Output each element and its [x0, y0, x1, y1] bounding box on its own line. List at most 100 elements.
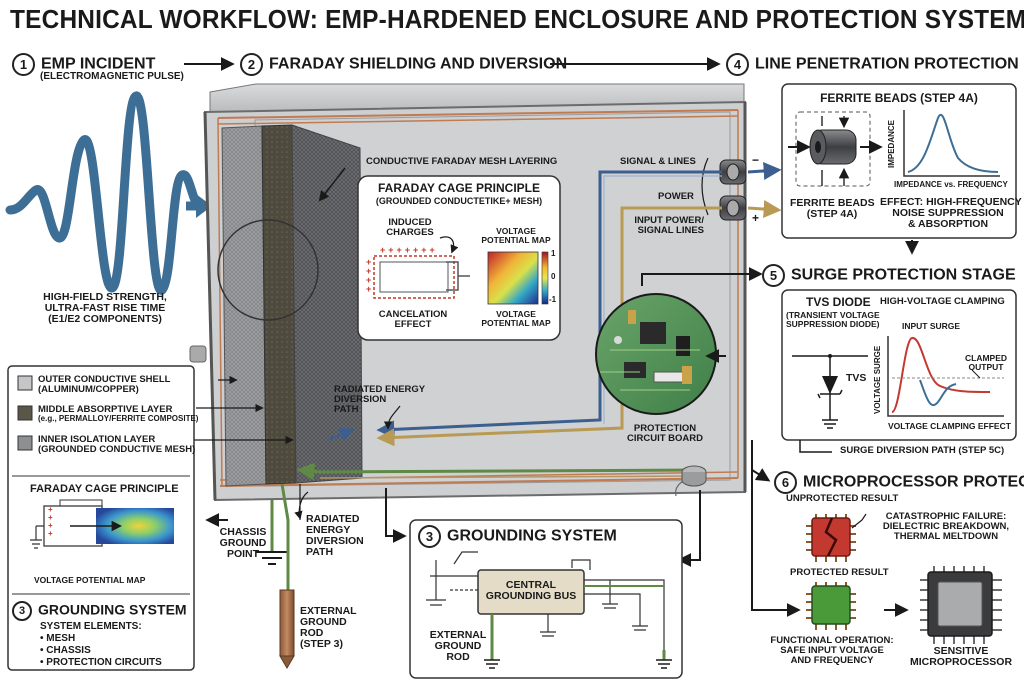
cancelation-label: CANCELATION EFFECT	[370, 310, 456, 330]
impedance-axis-label: IMPEDANCE	[887, 119, 896, 168]
tvs-title: TVS DIODE	[806, 295, 871, 309]
clamped-output-label: CLAMPED OUTPUT	[958, 354, 1014, 372]
pcb-label: PROTECTION CIRCUIT BOARD	[620, 424, 710, 444]
panel-rod-line: GROUND	[434, 640, 482, 653]
legend-inner-layer: INNER ISOLATION LAYER (GROUNDED CONDUCTI…	[38, 435, 195, 455]
legend-swatch-inner	[17, 435, 33, 451]
connector-signal	[719, 159, 747, 185]
radiated-line: RADIATED ENERGY	[334, 384, 426, 395]
effect-line: & ABSORPTION	[907, 218, 989, 231]
clamped-line: CLAMPED	[964, 353, 1008, 363]
emp-desc-line: HIGH-FIELD STRENGTH,	[43, 291, 167, 303]
tvs-sub: (TRANSIENT VOLTAGE SUPPRESSION DIODE)	[786, 311, 880, 329]
chassis-line: POINT	[226, 548, 260, 561]
failure-line: THERMAL MELTDOWN	[893, 530, 999, 542]
element-item: • PROTECTION CIRCUITS	[40, 657, 162, 668]
legend-line: OUTER CONDUCTIVE SHELL	[38, 374, 171, 385]
clamped-curve	[919, 379, 957, 407]
emp-desc-line: (E1/E2 COMPONENTS)	[48, 313, 162, 326]
surge-curve	[891, 337, 991, 413]
power-label: POWER	[658, 191, 694, 202]
step-1-header: 1 EMP INCIDENT	[12, 53, 155, 76]
radiated-line: PATH	[334, 403, 359, 415]
svg-text:−: −	[752, 153, 759, 167]
cancel-line: EFFECT	[394, 318, 432, 330]
connector-power	[719, 195, 747, 221]
effect-line: NOISE SUPPRESSION	[892, 207, 1004, 220]
scale-mid: 0	[551, 272, 556, 281]
legend-elements: SYSTEM ELEMENTS: • MESH • CHASSIS • PROT…	[40, 621, 162, 669]
legend-line: (e.g., PERMALLOY/FERRITE COMPOSITE)	[38, 413, 199, 423]
pcb-label-line: CIRCUIT BOARD	[627, 432, 703, 444]
legend-charges: ++++	[48, 505, 53, 538]
legend-line: INNER ISOLATION LAYER	[38, 434, 156, 445]
central-grounding-bus	[477, 569, 585, 615]
emp-description: HIGH-FIELD STRENGTH, ULTRA-FAST RISE TIM…	[30, 291, 180, 326]
external-rod-label: EXTERNAL GROUND ROD (STEP 3)	[300, 605, 357, 651]
legend-middle-layer: MIDDLE ABSORPTIVE LAYER (e.g., PERMALLOY…	[38, 405, 198, 423]
elements-title: SYSTEM ELEMENTS:	[40, 621, 142, 632]
grounding-panel-label: GROUNDING SYSTEM	[447, 527, 617, 545]
microprocessor-chip-graphic	[920, 566, 1002, 644]
rod-line: EXTERNAL	[300, 605, 357, 617]
panel-ext-rod-label: EXTERNAL GROUND ROD	[424, 629, 492, 663]
input-power-line: INPUT POWER/	[634, 215, 704, 226]
element-item: • MESH	[40, 633, 76, 644]
functional-line: FUNCTIONAL OPERATION:	[770, 635, 894, 646]
functional-label: FUNCTIONAL OPERATION: SAFE INPUT VOLTAGE…	[770, 636, 894, 666]
signal-line	[376, 170, 722, 439]
step-2-badge: 2	[240, 53, 263, 76]
cancel-line: CANCELATION	[378, 309, 448, 320]
absorptive-wall	[261, 124, 297, 485]
faraday-inset-subtitle: (GROUNDED CONDUCTETIKE+ MESH)	[375, 196, 543, 206]
ground-rad-line: ENERGY	[306, 524, 351, 537]
chassis-line: CHASSIS	[219, 526, 267, 538]
step-1-label: EMP INCIDENT	[41, 55, 156, 73]
vmap-bottom-label: VOLTAGE POTENTIAL MAP	[476, 310, 556, 328]
failure-label: CATASTROPHIC FAILURE: DIELECTRIC BREAKDO…	[870, 512, 1022, 542]
step-1-badge: 1	[12, 53, 35, 76]
failure-line: CATASTROPHIC FAILURE:	[885, 511, 1007, 522]
induced-charges-label: INDUCED CHARGES	[380, 218, 440, 238]
voltage-scale	[541, 251, 549, 305]
mesh-magnifier	[217, 219, 319, 321]
legend-swatch-outer	[17, 375, 33, 391]
legend-line: MIDDLE ABSORPTIVE LAYER	[38, 404, 173, 415]
page-title: TECHNICAL WORKFLOW: EMP-HARDENED ENCLOSU…	[10, 4, 1024, 34]
induced-line: CHARGES	[386, 226, 434, 238]
emp-desc-line: ULTRA-FAST RISE TIME	[44, 302, 166, 315]
enclosure-top	[209, 83, 745, 113]
svg-text:+: +	[752, 211, 759, 225]
ferrite-title: FERRITE BEADS (STEP 4A)	[820, 91, 978, 105]
panel-rod-line: EXTERNAL	[429, 629, 487, 641]
pcb-label-line: PROTECTION	[633, 423, 697, 434]
emp-wave-arrowhead	[196, 194, 212, 218]
voltage-surge-axis: VOLTAGE SURGE	[873, 345, 882, 414]
sensitive-line: MICROPROCESSOR	[909, 656, 1013, 669]
element-item: • CHASSIS	[40, 645, 91, 656]
side-charges: ++++	[366, 257, 372, 294]
bead-line: (STEP 4A)	[806, 208, 858, 221]
functional-line: AND FREQUENCY	[790, 654, 874, 666]
ground-path-line	[296, 462, 701, 481]
legend-grounding-badge: 3	[12, 601, 32, 621]
grounding-panel-badge: 3	[418, 525, 441, 548]
step-5-label: SURGE PROTECTION STAGE	[791, 266, 1016, 284]
legend-faraday-title: FARADAY CAGE PRINCIPLE	[30, 483, 179, 495]
induced-line: INDUCED	[388, 217, 432, 228]
rod-line: (STEP 3)	[300, 638, 343, 651]
chassis-line: GROUND	[219, 537, 267, 550]
ferrite-effect: EFFECT: HIGH-FREQUENCY NOISE SUPPRESSION…	[880, 196, 1022, 231]
external-ground-rod	[279, 589, 295, 657]
sensitive-micro-label: SENSITIVE MICROPROCESSOR	[906, 645, 1016, 669]
rod-line: ROD	[300, 627, 324, 640]
bus-line: CENTRAL	[505, 579, 557, 591]
step-4-label: LINE PENETRATION PROTECTION	[755, 55, 1019, 73]
clamped-line: OUTPUT	[968, 361, 1004, 372]
functional-line: SAFE INPUT VOLTAGE	[780, 644, 884, 656]
